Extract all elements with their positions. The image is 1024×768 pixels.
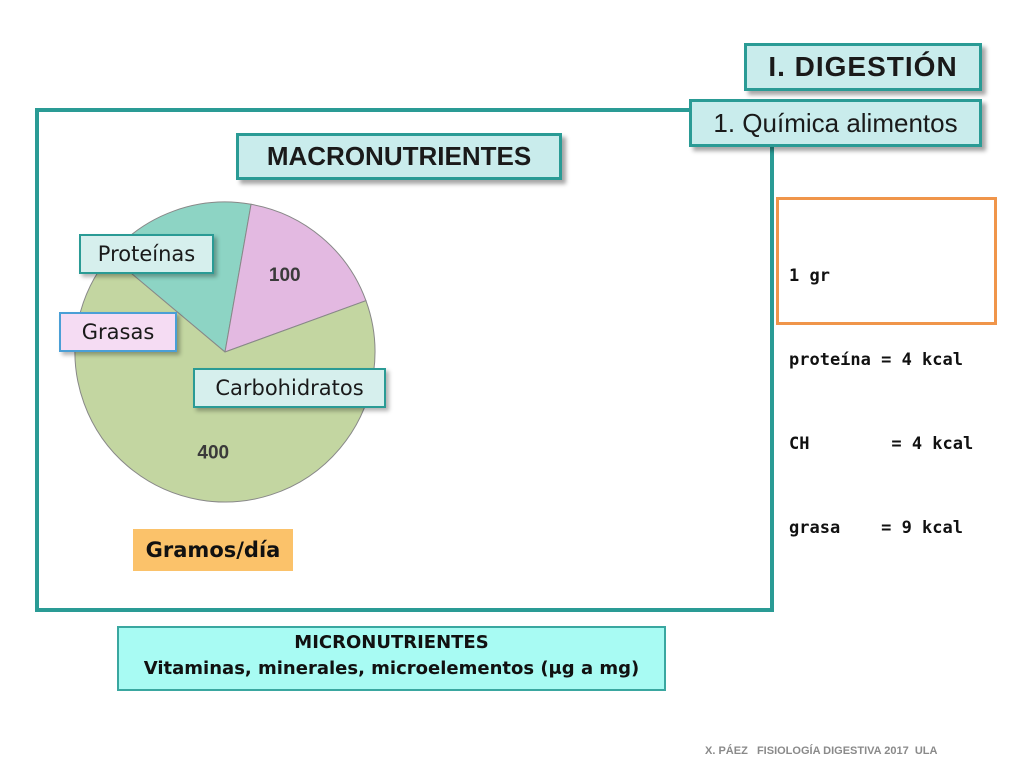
footer-credit: X. PÁEZ FISIOLOGÍA DIGESTIVA 2017 ULA <box>705 745 938 757</box>
page-title: I. DIGESTIÓN <box>744 43 982 91</box>
page-subtitle: 1. Química alimentos <box>689 99 982 147</box>
micronutrients-description: Vitaminas, minerales, microelementos (μg… <box>143 658 640 679</box>
micronutrients-box: MICRONUTRIENTES Vitaminas, minerales, mi… <box>117 626 666 691</box>
pie-value-label-2: 400 <box>197 442 229 463</box>
pie-label-grasas: Grasas <box>59 312 177 352</box>
pie-value-label-1: 100 <box>269 265 301 286</box>
macronutrients-heading: MACRONUTRIENTES <box>236 133 562 180</box>
energy-line: 1 gr <box>789 266 830 286</box>
energy-line: grasa = 9 kcal <box>789 518 963 538</box>
energy-line: proteína = 4 kcal <box>789 350 963 370</box>
pie-label-proteinas: Proteínas <box>79 234 214 274</box>
energy-values-box: 1 gr proteína = 4 kcal CH = 4 kcal grasa… <box>776 197 997 538</box>
units-label: Gramos/día <box>133 529 293 571</box>
energy-line: CH = 4 kcal <box>789 434 974 454</box>
pie-slice-1 <box>224 203 367 353</box>
pie-label-carbohidratos: Carbohidratos <box>193 368 386 408</box>
micronutrients-title: MICRONUTRIENTES <box>294 632 489 653</box>
